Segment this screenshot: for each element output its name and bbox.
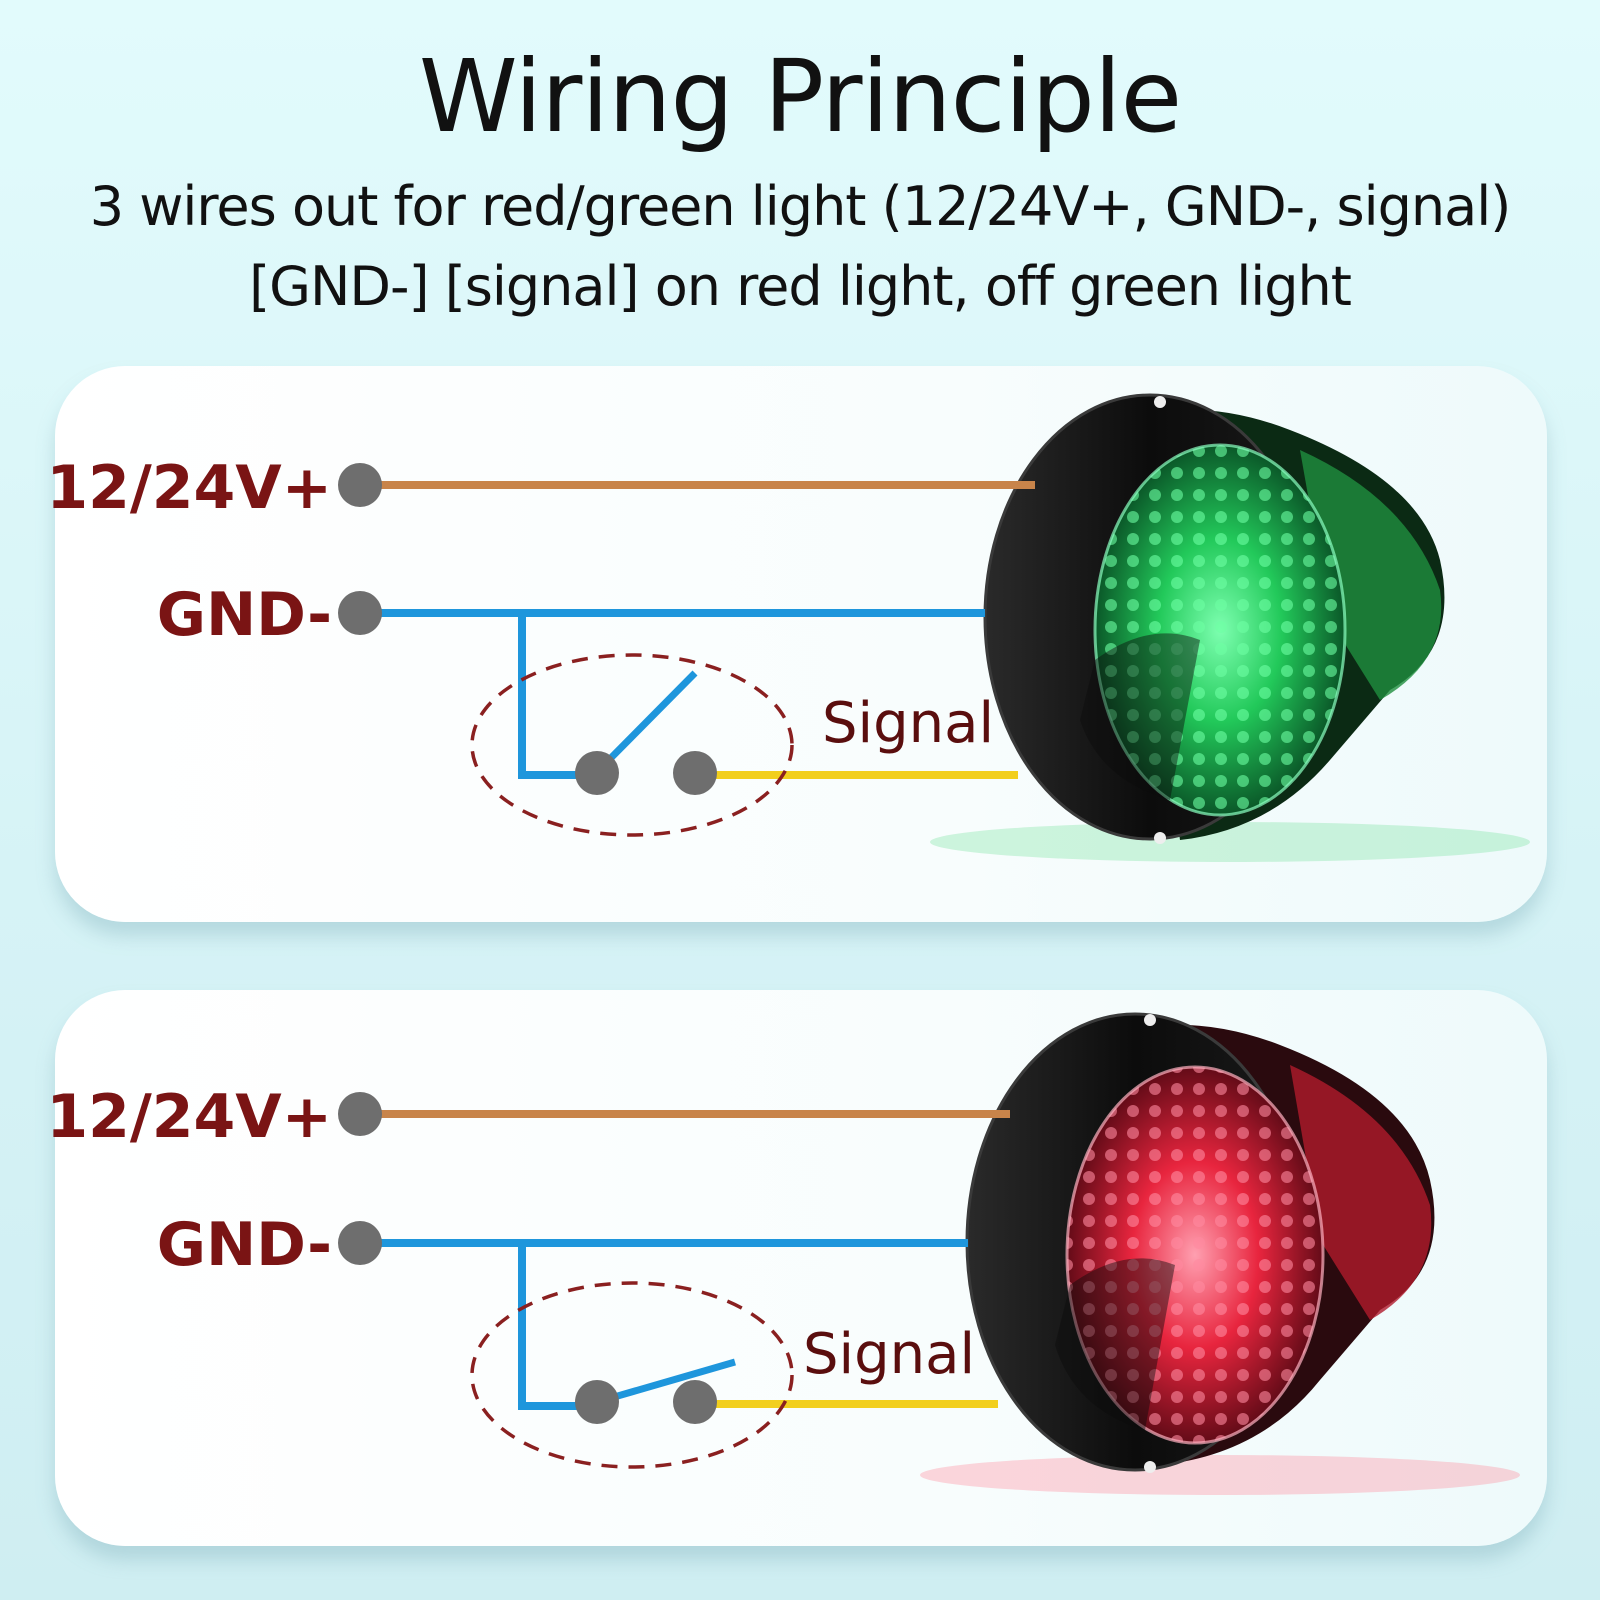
power-terminal-1	[338, 463, 382, 507]
panel-1-diagram: 12/24V+ GND- Signal	[46, 393, 1530, 862]
switch-terminal-b-2	[673, 1380, 717, 1424]
panel-2-diagram: 12/24V+ GND- Signal	[46, 1012, 1520, 1495]
switch-dashed-circle-2	[470, 1281, 794, 1469]
switch-dashed-circle-1	[470, 653, 794, 837]
switch-open-1	[594, 670, 698, 775]
signal-label-2: Signal	[803, 1322, 975, 1387]
page-title: Wiring Principle	[418, 38, 1182, 155]
switch-terminal-a-1	[575, 751, 619, 795]
switch-terminal-a-2	[575, 1380, 619, 1424]
power-terminal-2	[338, 1092, 382, 1136]
red-traffic-light	[920, 1012, 1520, 1495]
green-traffic-light	[930, 393, 1530, 862]
subtitle-line-2: [GND-] [signal] on red light, off green …	[249, 255, 1352, 318]
ground-terminal-2	[338, 1221, 382, 1265]
ground-terminal-1	[338, 591, 382, 635]
ground-branch-2	[518, 1243, 597, 1410]
ground-label-1: GND-	[157, 580, 332, 650]
switch-terminal-b-1	[673, 751, 717, 795]
switch-closed-2	[596, 1358, 736, 1406]
subtitle-line-1: 3 wires out for red/green light (12/24V+…	[89, 175, 1512, 238]
power-label-2: 12/24V+	[46, 1082, 332, 1152]
signal-label-1: Signal	[822, 691, 994, 756]
ground-label-2: GND-	[157, 1210, 332, 1280]
ground-branch-1	[518, 613, 597, 779]
power-label-1: 12/24V+	[46, 453, 332, 523]
